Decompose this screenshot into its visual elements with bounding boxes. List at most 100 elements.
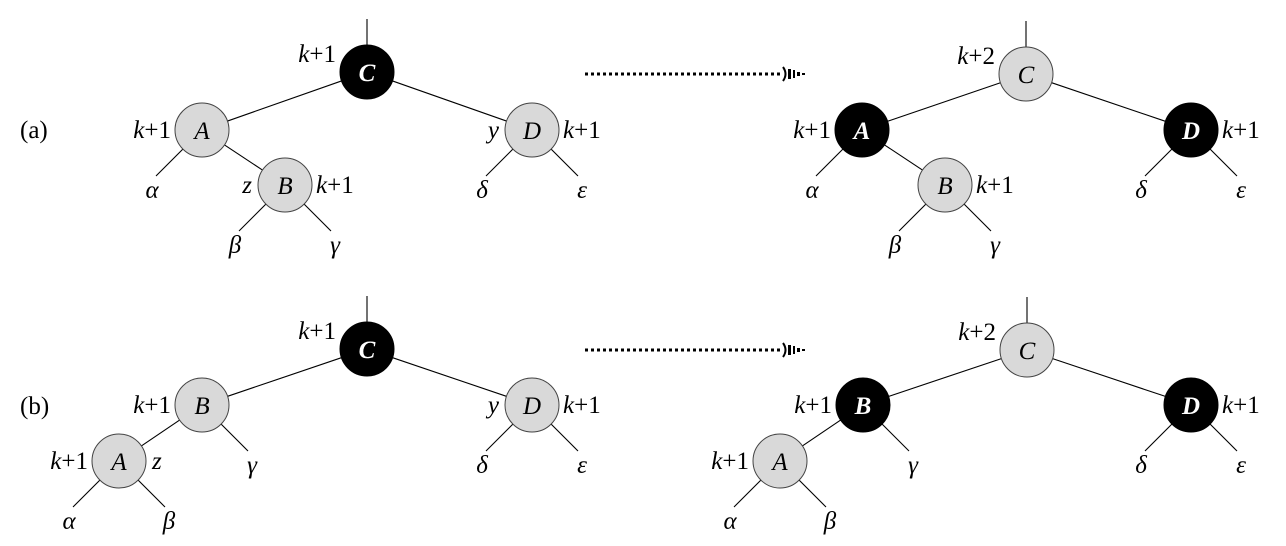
node-a-black	[834, 102, 890, 158]
node-c-red	[999, 322, 1055, 378]
black-height-label: k+1	[133, 117, 171, 144]
node-pointer-tag: y	[485, 392, 500, 419]
black-height-label: k+1	[316, 172, 354, 199]
case-label: (a)	[20, 117, 48, 144]
subtree-edge	[1144, 423, 1173, 452]
subtree-label: ε	[1236, 452, 1246, 479]
edge-c-b	[227, 357, 342, 397]
subtree-edge	[550, 423, 579, 452]
node-pointer-tag: z	[241, 172, 252, 199]
subtree-edge	[72, 479, 101, 508]
subtree-label: ε	[577, 452, 587, 479]
node-a-red	[91, 433, 147, 489]
subtree-edge	[485, 148, 514, 177]
node-key-label: A	[192, 118, 210, 145]
black-height-label: k+1	[50, 448, 88, 475]
subtree-label: δ	[1135, 452, 1147, 479]
subtree-edge	[220, 423, 249, 452]
node-pointer-tag: y	[485, 117, 500, 144]
edge-c-d	[392, 357, 507, 397]
subtree-label: ε	[577, 177, 587, 204]
subtree-edge	[550, 148, 579, 177]
node-key-label: C	[1018, 62, 1035, 89]
node-d-red	[504, 102, 560, 158]
black-height-label: k+1	[298, 41, 336, 68]
subtree-edge	[881, 423, 910, 452]
subtree-label: δ	[476, 177, 488, 204]
subtree-edge	[1144, 148, 1173, 177]
subtree-label: β	[162, 508, 176, 535]
transform-arrow-head-icon	[782, 66, 805, 82]
black-height-label: k+2	[957, 43, 995, 70]
node-key-label: A	[770, 449, 788, 476]
node-key-label: B	[277, 173, 292, 200]
subtree-edge	[963, 203, 992, 232]
node-key-label: D	[522, 393, 541, 420]
black-height-label: k+1	[298, 318, 336, 345]
node-key-label: B	[194, 393, 209, 420]
transform-arrow-head-icon	[782, 342, 805, 358]
subtree-label: α	[805, 177, 819, 204]
subtree-edge	[137, 479, 166, 508]
node-key-label: B	[854, 393, 872, 420]
subtree-label: δ	[1135, 177, 1147, 204]
subtree-edge	[485, 423, 514, 452]
black-height-label: k+1	[1222, 117, 1260, 144]
subtree-edge	[155, 148, 184, 177]
edge-a-b	[884, 144, 923, 171]
subtree-label: α	[145, 177, 159, 204]
node-pointer-tag: z	[151, 448, 162, 475]
node-key-label: A	[852, 118, 871, 145]
case-label: (b)	[20, 393, 49, 420]
edge-c-b	[888, 358, 1002, 397]
node-a-red	[174, 102, 230, 158]
subtree-label: α	[723, 508, 737, 535]
node-b-black	[835, 377, 891, 433]
node-key-label: D	[1181, 118, 1200, 145]
node-c-black	[339, 44, 395, 100]
black-height-label: k+1	[793, 117, 831, 144]
subtree-edge	[815, 148, 844, 177]
subtree-label: γ	[330, 232, 341, 259]
black-height-label: k+2	[958, 319, 996, 346]
subtree-label: α	[62, 508, 76, 535]
node-c-black	[339, 321, 395, 377]
node-key-label: A	[109, 449, 127, 476]
node-key-label: C	[1019, 338, 1036, 365]
node-key-label: C	[359, 337, 376, 364]
black-height-label: k+1	[711, 448, 749, 475]
black-height-label: k+1	[133, 392, 171, 419]
subtree-edge	[798, 479, 827, 508]
node-d-black	[1163, 102, 1219, 158]
node-b-red	[174, 377, 230, 433]
edge-b-a	[802, 419, 841, 447]
node-d-black	[1163, 377, 1219, 433]
node-key-label: C	[359, 60, 376, 87]
node-key-label: D	[522, 118, 541, 145]
edge-c-d	[1051, 82, 1166, 122]
black-height-label: k+1	[976, 172, 1014, 199]
subtree-edge	[898, 203, 927, 232]
edge-c-a	[887, 82, 1001, 122]
subtree-edge	[303, 203, 332, 232]
node-d-red	[504, 377, 560, 433]
edge-c-a	[227, 80, 342, 122]
edge-c-d	[392, 80, 507, 122]
black-height-label: k+1	[563, 117, 601, 144]
subtree-label: β	[823, 508, 837, 535]
subtree-label: γ	[908, 452, 919, 479]
node-a-red	[752, 433, 808, 489]
subtree-label: δ	[476, 452, 488, 479]
subtree-label: ε	[1236, 177, 1246, 204]
subtree-label: β	[228, 232, 242, 259]
node-key-label: B	[937, 173, 952, 200]
node-b-red	[257, 157, 313, 213]
subtree-label: γ	[990, 232, 1001, 259]
black-height-label: k+1	[794, 392, 832, 419]
node-key-label: D	[1181, 393, 1200, 420]
black-height-label: k+1	[563, 392, 601, 419]
edge-b-a	[141, 419, 180, 447]
edge-c-d	[1052, 358, 1166, 397]
edge-a-b	[224, 144, 263, 171]
